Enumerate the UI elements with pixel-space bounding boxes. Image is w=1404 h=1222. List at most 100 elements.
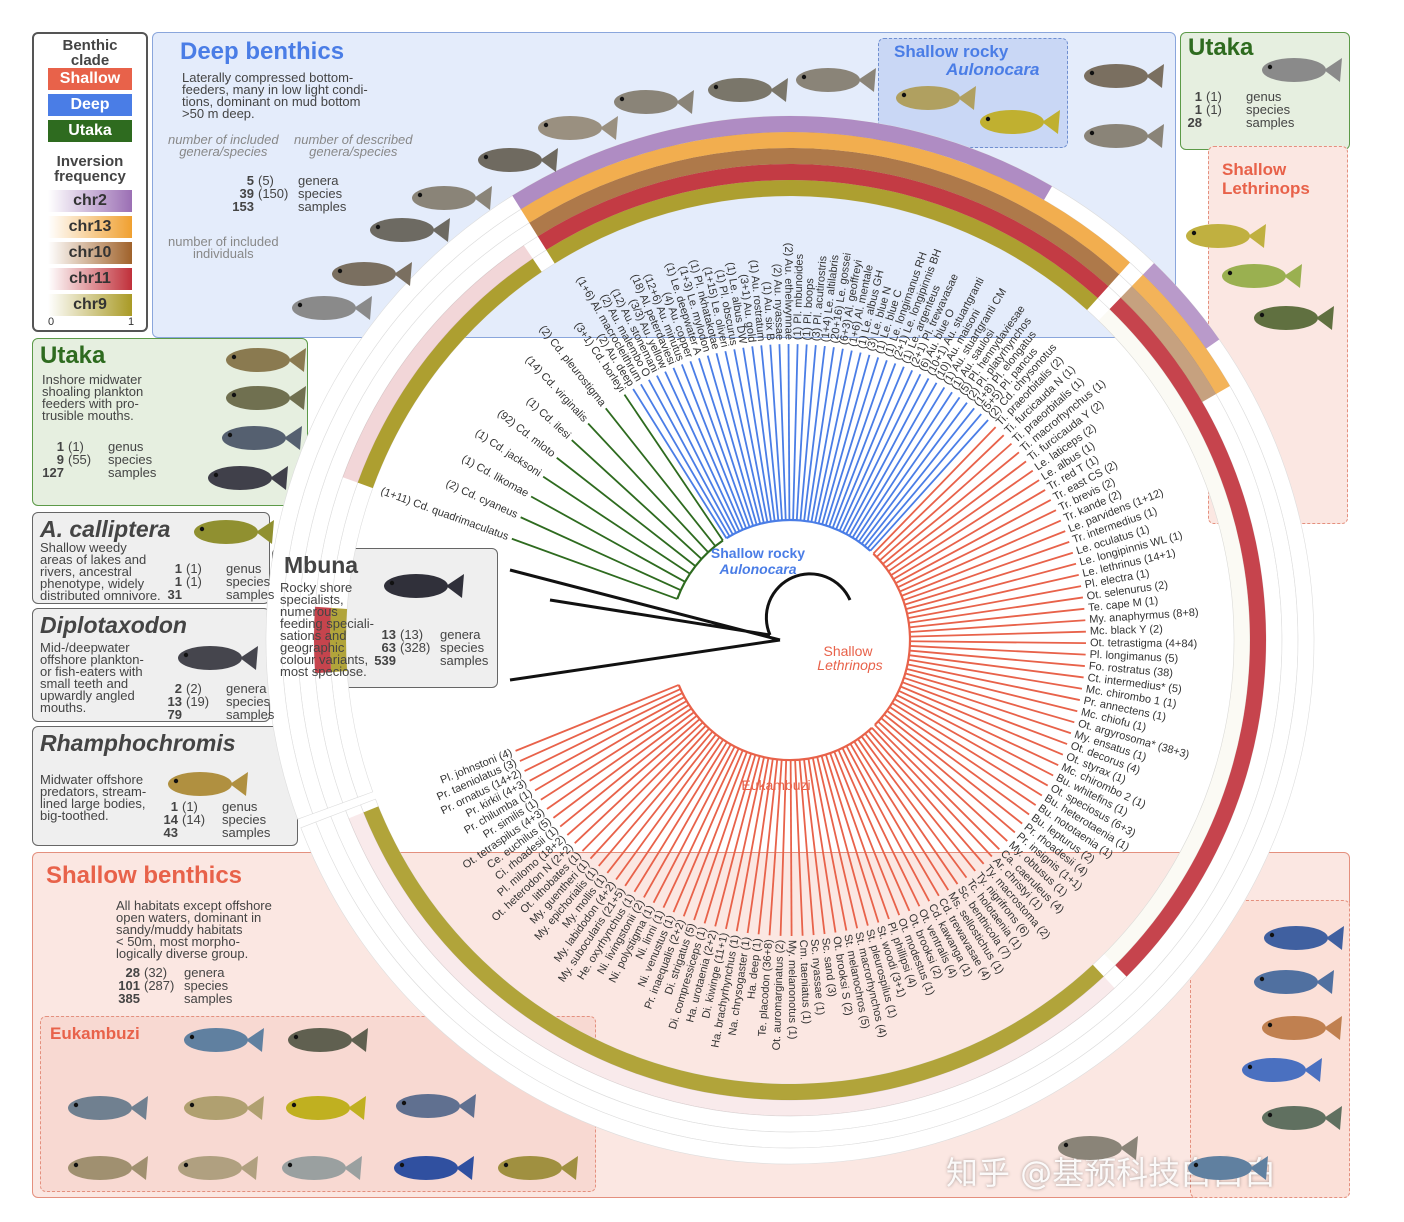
- branch: [814, 350, 853, 523]
- branch: [735, 757, 770, 932]
- branch: [883, 713, 1023, 825]
- branch: [902, 540, 1070, 602]
- branch: [887, 469, 1034, 573]
- legend-clade-shallow: Shallow: [48, 68, 132, 90]
- stat-label: genera: [184, 965, 225, 980]
- species-label: (1+11) Cd. quadrimaculatus: [379, 485, 511, 543]
- fish-photo: [1058, 1136, 1138, 1160]
- legend-clade-utaka: Utaka: [48, 120, 132, 142]
- branch: [571, 439, 703, 560]
- stat-label: species: [226, 574, 271, 589]
- branch: [889, 706, 1037, 806]
- branch: [874, 724, 1000, 850]
- branch: [662, 748, 740, 908]
- stat-described: (328): [400, 640, 431, 655]
- calliptera-desc: Shallow weedy areas of lakes and rivers,…: [40, 540, 161, 603]
- branch: [896, 694, 1054, 777]
- mbuna-title: Mbuna: [284, 552, 359, 578]
- branch: [909, 640, 1086, 645]
- stat-label: genera: [226, 681, 267, 696]
- stat-count: 1: [1194, 102, 1202, 117]
- stat-count: 385: [118, 991, 140, 1006]
- fish-photo: [708, 78, 788, 102]
- utaka-clade-arc: [676, 539, 724, 600]
- stat-label: species: [298, 186, 343, 201]
- branch: [542, 475, 691, 575]
- branch: [789, 759, 793, 937]
- utaka-title: Utaka: [40, 342, 106, 369]
- deep-stats-row: 39(150)species: [224, 187, 346, 200]
- fish-photo: [332, 262, 412, 286]
- legend-inversion-chr10: chr10: [48, 242, 132, 264]
- branch: [672, 749, 744, 913]
- branch: [909, 645, 1086, 656]
- branch: [842, 373, 922, 533]
- stat-count: 101: [118, 978, 140, 993]
- branch: [807, 758, 837, 933]
- branch: [715, 353, 762, 524]
- fish-photo: [292, 296, 372, 320]
- fish-photo: [394, 1156, 474, 1180]
- fish-photo: [1262, 1016, 1342, 1040]
- root-branches: [509, 568, 781, 682]
- stat-count: 1: [56, 439, 64, 454]
- ring-chr9-segment: [329, 607, 348, 673]
- branch: [714, 755, 761, 927]
- ring-chr11-segment: [342, 245, 533, 483]
- stat-label: species: [226, 694, 271, 709]
- eukambuzi-clade-arc: [677, 684, 873, 762]
- legend-inversion-chr9: chr9: [48, 294, 132, 316]
- branch: [848, 382, 938, 537]
- branch: [907, 663, 1081, 701]
- utaka-top-stats-row: 1(1)genus: [1172, 90, 1294, 103]
- utaka-top-stats-row: 1(1)species: [1172, 103, 1294, 116]
- branch: [900, 685, 1064, 756]
- shallow-benthics-title: Shallow benthics: [46, 862, 243, 889]
- branch: [909, 619, 1086, 633]
- legend-inversion-title: Inversion frequency: [54, 153, 126, 185]
- branch: [725, 756, 765, 930]
- stat-count: 13: [167, 694, 182, 709]
- branch: [898, 689, 1059, 767]
- branch: [872, 426, 997, 555]
- branch: [574, 721, 704, 844]
- calliptera-stats-row: 1(1)species: [152, 575, 274, 588]
- fish-photo: [184, 1096, 264, 1120]
- stat-label: samples: [108, 465, 157, 480]
- stat-label: genus: [108, 439, 144, 454]
- species-label: Cm. taeniatus (1): [797, 939, 813, 1024]
- branch: [706, 355, 758, 525]
- stat-label: species: [1246, 102, 1291, 117]
- utaka-desc: Inshore midwater shoaling plankton feede…: [42, 372, 144, 423]
- species-label: (2) Au. ethelwynnae: [782, 243, 794, 340]
- branch: [768, 759, 783, 936]
- branch: [871, 727, 993, 858]
- fish-photo: [178, 646, 258, 670]
- branch: [860, 735, 968, 879]
- fish-photo: [538, 116, 618, 140]
- branch: [803, 759, 826, 935]
- branch: [598, 731, 714, 867]
- stat-count: 39: [239, 186, 254, 201]
- fish-photo: [226, 386, 306, 410]
- branch: [624, 739, 724, 887]
- branch: [905, 672, 1075, 724]
- species-label: (1) Au. six B: [760, 281, 776, 341]
- branch: [534, 700, 688, 792]
- branch: [689, 360, 751, 528]
- branch: [904, 551, 1074, 606]
- branch: [524, 692, 683, 772]
- branch: [858, 396, 961, 543]
- diplotaxodon-stats-row: 13(19)species: [152, 695, 274, 708]
- stat-count: 2: [174, 681, 182, 696]
- legend-inversion-chr13: chr13: [48, 216, 132, 238]
- branch: [866, 413, 982, 549]
- center-labels: Shallow rocky Aulonocara Shallow Lethrin…: [711, 545, 883, 793]
- branch: [824, 754, 880, 923]
- branch: [681, 364, 747, 529]
- branch: [867, 730, 985, 865]
